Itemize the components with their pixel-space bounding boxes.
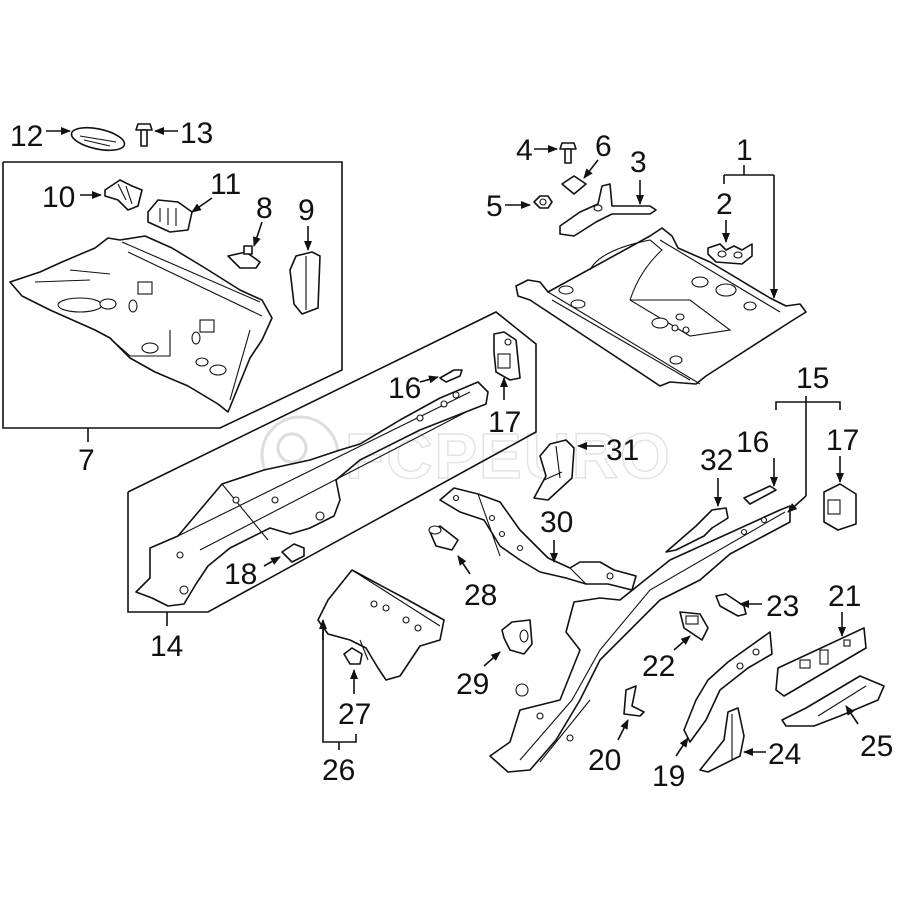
part-9-reinforcement[interactable] (289, 251, 321, 315)
leader-25 (845, 705, 859, 725)
callout-3: 3 (630, 146, 647, 179)
callout-25: 25 (860, 730, 893, 763)
part-5-nut[interactable] (533, 195, 553, 209)
callout-13: 13 (180, 117, 213, 150)
part-11-floor-support[interactable] (147, 199, 193, 233)
part-8-bracket[interactable] (227, 245, 261, 269)
callout-19: 19 (652, 760, 685, 793)
part-30-crossmember[interactable] (439, 487, 637, 591)
part-28-bushing-sleeve[interactable] (428, 525, 459, 551)
leader-28 (457, 555, 471, 575)
part-22-rail-plate[interactable] (679, 611, 709, 641)
part-25-rocker-extension[interactable] (781, 675, 885, 727)
callout-12: 12 (10, 120, 43, 153)
callout-17-left: 17 (488, 406, 521, 439)
bracket-15 (775, 401, 841, 410)
leader-22 (673, 635, 691, 651)
callout-11: 11 (210, 168, 241, 201)
callout-21: 21 (828, 580, 861, 613)
callout-18: 18 (224, 558, 257, 591)
part-24-gusset[interactable] (699, 707, 745, 773)
part-17-rail-reinforcement-right[interactable] (823, 483, 857, 531)
callout-23: 23 (766, 590, 799, 623)
callout-24: 24 (768, 738, 801, 771)
callout-16-right: 16 (736, 426, 769, 459)
leader-19 (675, 737, 689, 757)
callout-32: 32 (700, 444, 733, 477)
callout-15: 15 (796, 362, 829, 395)
leader-6 (583, 159, 599, 179)
part-23-bracket[interactable] (715, 593, 747, 617)
leader-18 (263, 556, 281, 567)
leader-20 (617, 719, 629, 741)
callout-8: 8 (256, 192, 273, 225)
part-20-bracket[interactable] (623, 685, 645, 717)
group-7-box (2, 161, 343, 442)
leader-15 (787, 495, 807, 513)
callout-20: 20 (588, 744, 621, 777)
front-floor-pan[interactable] (9, 235, 273, 413)
left-side-rail[interactable] (135, 381, 489, 607)
part-16-rail-bracket-left[interactable] (439, 369, 463, 383)
part-6-clip-nut[interactable] (561, 175, 587, 195)
callout-4: 4 (516, 134, 533, 167)
callout-1: 1 (736, 134, 753, 167)
callout-9: 9 (298, 194, 315, 227)
part-10-bracket[interactable] (104, 179, 143, 211)
part-19-rail-extension[interactable] (683, 631, 773, 743)
callout-29: 29 (456, 668, 489, 701)
leader-29 (483, 651, 501, 667)
callout-6: 6 (595, 130, 612, 163)
part-13-bolt[interactable] (135, 123, 153, 147)
leader-11 (191, 197, 213, 213)
part-16-rail-bracket-right[interactable] (743, 485, 777, 505)
callout-10: 10 (42, 181, 75, 214)
part-27-bracket[interactable] (343, 647, 363, 665)
callout-31: 31 (606, 434, 639, 467)
callout-22: 22 (642, 650, 675, 683)
part-3-floor-brace[interactable] (559, 183, 657, 237)
part-2-spare-tire-bracket[interactable] (707, 243, 753, 265)
callout-2: 2 (716, 188, 733, 221)
part-4-bolt[interactable] (559, 142, 577, 164)
callout-27: 27 (338, 698, 371, 731)
part-29-mount-bracket[interactable] (501, 619, 533, 655)
rear-floor-pan[interactable] (515, 227, 807, 387)
part-12-floor-plug[interactable] (70, 124, 127, 155)
group-14-box (127, 311, 537, 626)
callout-16-left: 16 (388, 372, 421, 405)
part-32-rail-support[interactable] (665, 507, 729, 553)
part-31-bracket[interactable] (533, 439, 575, 501)
callout-5: 5 (486, 190, 503, 223)
leader-16-left (419, 375, 439, 384)
callout-26: 26 (322, 754, 355, 787)
part-21-sill-reinforcement[interactable] (775, 627, 867, 697)
callout-7: 7 (78, 444, 95, 477)
callout-17-right: 17 (826, 424, 859, 457)
callout-30: 30 (540, 506, 573, 539)
leader-8 (253, 221, 263, 247)
callout-14: 14 (150, 630, 183, 663)
part-17-rail-reinforcement-left[interactable] (493, 331, 521, 381)
callout-28: 28 (464, 579, 497, 612)
part-26-torque-box[interactable] (317, 569, 445, 681)
part-18-rail-clip[interactable] (281, 543, 305, 563)
